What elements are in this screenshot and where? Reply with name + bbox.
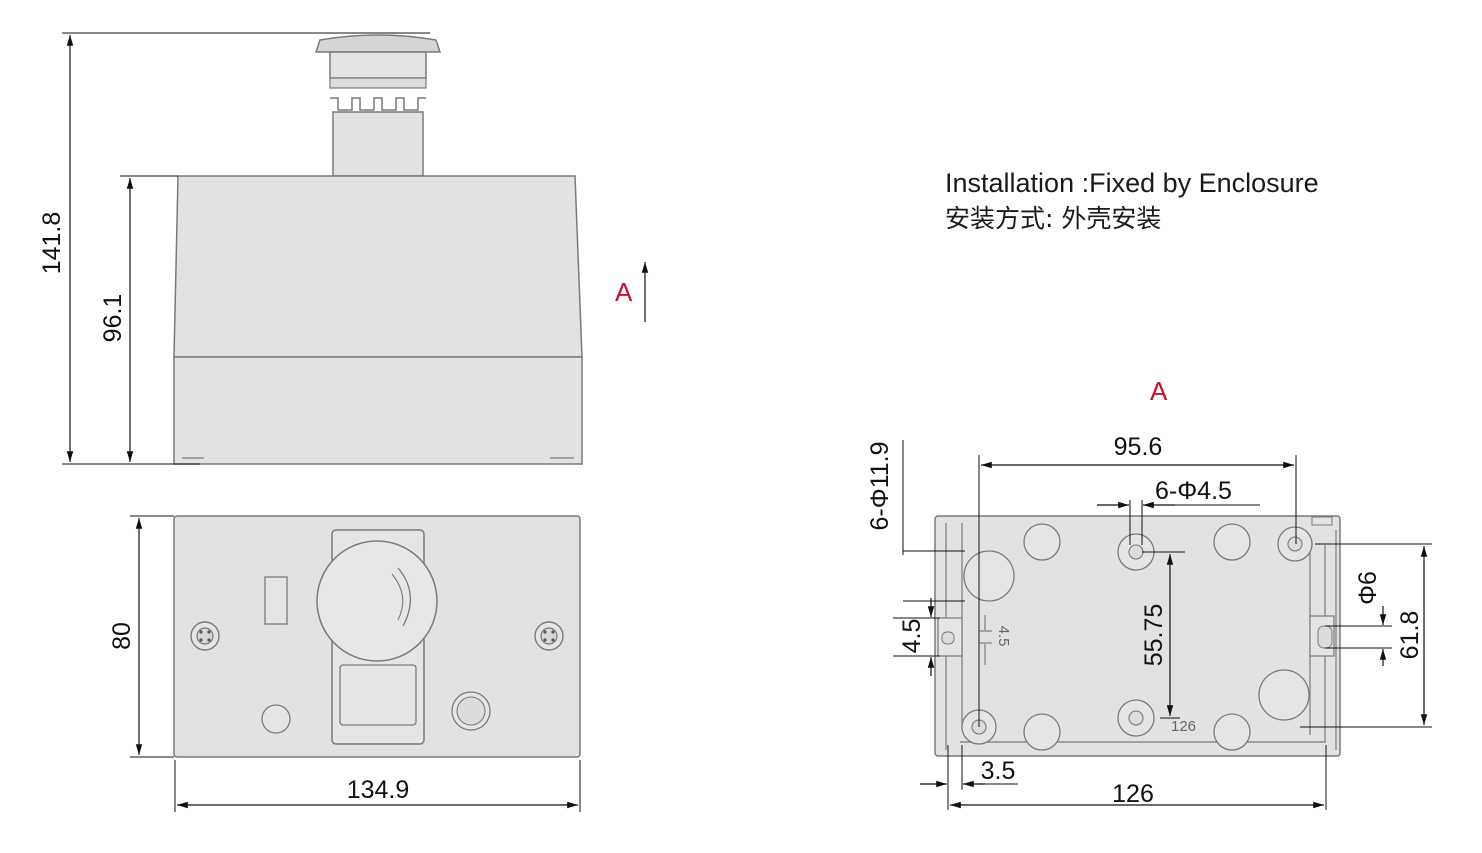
dim-body-height: 96.1 [99, 294, 127, 343]
installation-note: Installation :Fixed by Enclosure 安装方式: 外… [945, 166, 1319, 236]
bottom-plate [934, 515, 1341, 757]
large-hole [1213, 713, 1251, 751]
guard-window [339, 664, 417, 726]
button-cap [314, 34, 442, 53]
installation-note-cn: 安装方式: 外壳安装 [945, 204, 1162, 233]
dim-slot-width: 4.5 [898, 619, 926, 654]
large-hole [1023, 523, 1061, 561]
small-hole [1277, 526, 1313, 562]
dim-top-width: 134.9 [347, 776, 410, 804]
front-view: 141.8 96.1 [38, 32, 583, 465]
button-teeth [330, 97, 426, 111]
installation-note-en: Installation :Fixed by Enclosure [945, 168, 1319, 198]
mushroom-button-top [316, 540, 438, 662]
small-hole [1117, 699, 1155, 737]
enclosure-lid [173, 175, 583, 358]
button-collar [329, 51, 427, 79]
large-hole [1258, 669, 1310, 721]
screw-left-icon [190, 621, 220, 651]
dim-total-height: 141.8 [38, 212, 66, 275]
dim-slot-dia: Φ6 [1354, 571, 1382, 605]
small-hole [1117, 533, 1155, 571]
indicator-hole-left [261, 704, 291, 734]
large-hole [963, 550, 1015, 602]
dim-inner-mark: 126 [1171, 718, 1196, 735]
dim-top-height: 80 [108, 622, 136, 650]
bottom-view: A 95.6 6-Φ4.5 [866, 376, 1432, 810]
button-stem [332, 111, 424, 177]
dim-vertical-spacing: 55.75 [1140, 604, 1168, 667]
large-hole [1023, 713, 1061, 751]
dim-hole-spacing-top: 95.6 [1114, 433, 1163, 461]
dim-slot-width-small: 4.5 [995, 626, 1012, 647]
screw-right-icon [534, 621, 564, 651]
large-hole [1213, 523, 1251, 561]
dim-overall-width: 126 [1112, 780, 1154, 808]
dim-side-spacing: 61.8 [1396, 611, 1424, 660]
top-view: 80 134.9 [108, 515, 581, 812]
enclosure-base [173, 356, 583, 465]
view-arrow-label: A [615, 277, 633, 307]
dim-small-holes: 6-Φ4.5 [1155, 477, 1232, 505]
dim-large-holes: 6-Φ11.9 [866, 442, 894, 531]
label-slot [264, 576, 288, 625]
view-arrow: A [615, 262, 649, 322]
view-a-label: A [1150, 376, 1168, 406]
button-ring [329, 77, 427, 89]
dim-edge-offset: 3.5 [981, 757, 1016, 785]
